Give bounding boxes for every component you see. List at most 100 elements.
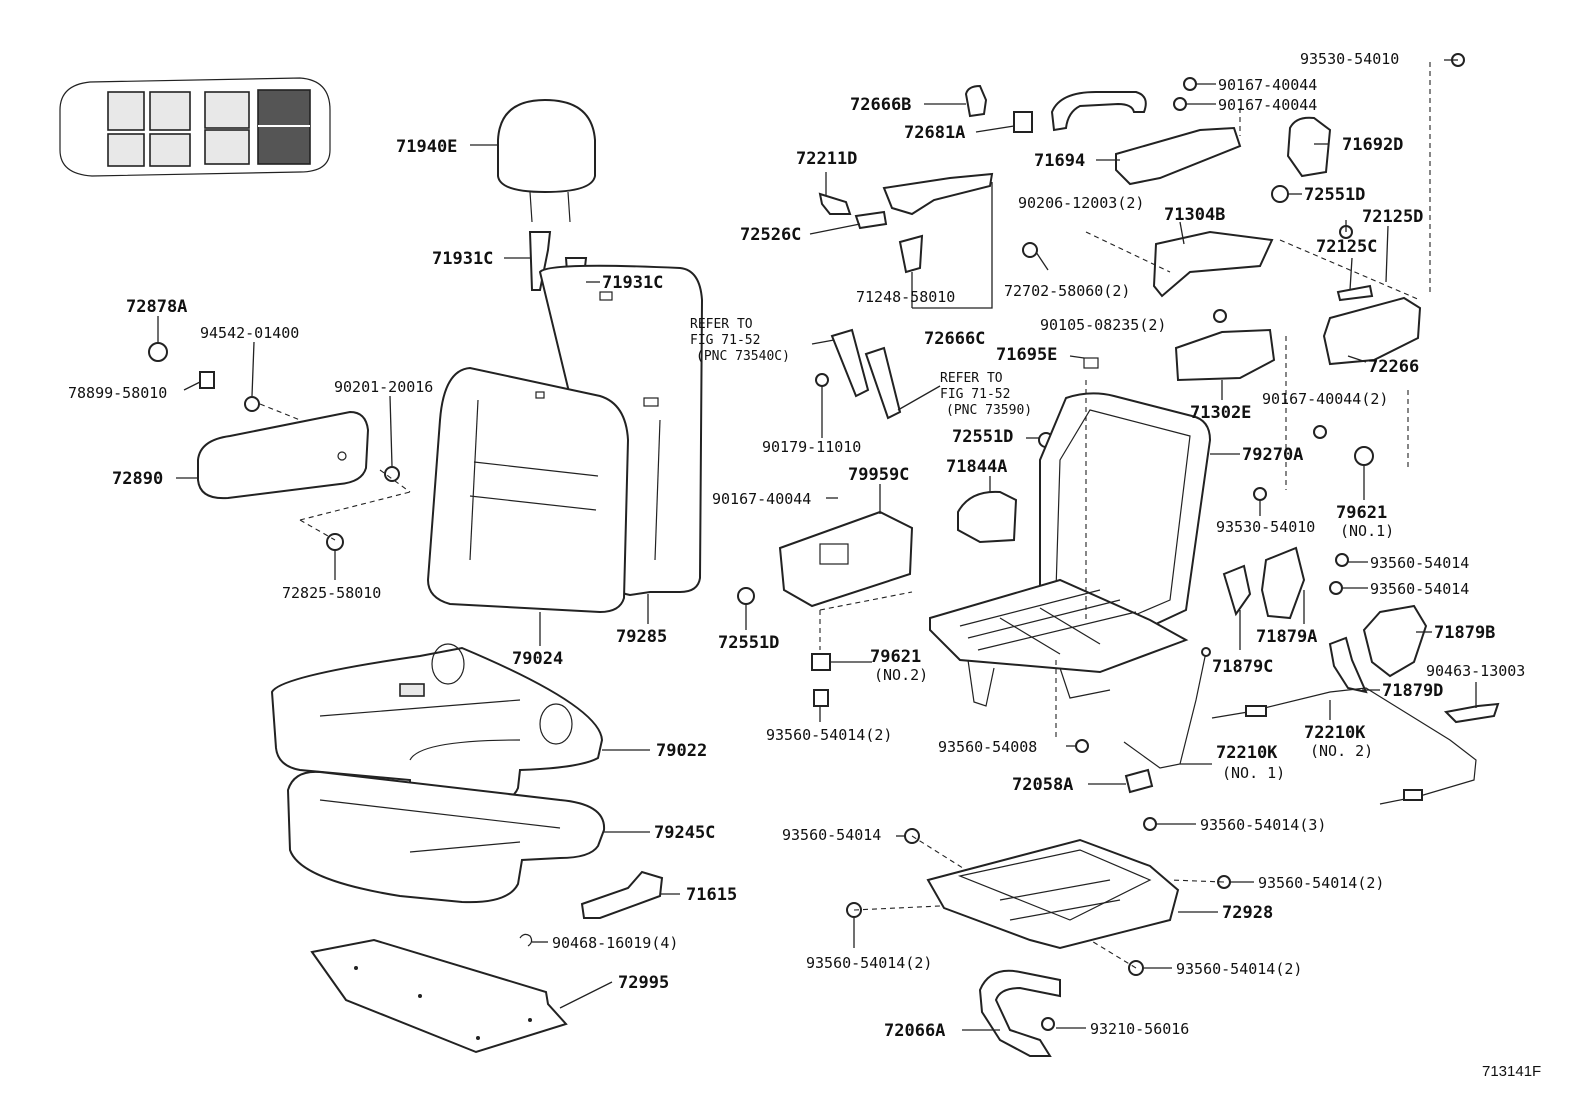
part-label: (NO.2) — [874, 666, 928, 684]
vehicle-locator-icon — [59, 77, 331, 177]
part-label: 90468-16019(4) — [552, 934, 678, 952]
part-label: 72066A — [884, 1021, 945, 1041]
cable-72210k-no2 — [1211, 687, 1477, 805]
part-label: 90463-13003 — [1426, 662, 1525, 680]
part-label: 72551D — [1304, 185, 1365, 205]
part-label: 72526C — [740, 225, 801, 245]
seatback-cover-illustration — [426, 366, 630, 614]
side-cover-71879c-illustration — [1222, 564, 1252, 617]
cover-72266-illustration — [1322, 296, 1422, 366]
armrest-illustration — [197, 410, 370, 500]
part-label: (NO. 2) — [1310, 742, 1373, 760]
part-label: 71694 — [1034, 151, 1085, 171]
part-label: 90167-40044 — [1218, 76, 1317, 94]
part-label: 71931C — [432, 249, 493, 269]
side-cover-71879a-illustration — [1260, 546, 1306, 620]
part-label: 71248-58010 — [856, 288, 955, 306]
part-label: 72210K — [1216, 743, 1278, 763]
part-label: 71844A — [946, 457, 1007, 477]
clip-72125c-illustration — [1336, 284, 1374, 302]
headrest-illustration — [497, 98, 596, 223]
part-label: 93560-54014(2) — [1176, 960, 1302, 978]
part-label: 93560-54014(2) — [1258, 874, 1384, 892]
part-label: 71615 — [686, 885, 737, 905]
seat-under-tray-illustration — [926, 838, 1180, 950]
part-label: 93210-56016 — [1090, 1020, 1189, 1038]
diagram-id: 713141F — [1482, 1063, 1541, 1080]
part-label: 79621 — [870, 647, 921, 667]
part-label: 94542-01400 — [200, 324, 299, 342]
cover-72666c-illustration — [882, 172, 994, 216]
leader-lines — [157, 59, 1477, 1031]
part-label: (NO. 1) — [1222, 764, 1285, 782]
part-label: 72702-58060(2) — [1004, 282, 1130, 300]
part-label: 72125C — [1316, 237, 1377, 257]
refer-note-buckle-left: REFER TO FIG 71-52 (PNC 73540C) — [690, 317, 790, 364]
part-label: 93530-54010 — [1216, 518, 1315, 536]
part-label: 72125D — [1362, 207, 1423, 227]
part-label: 93560-54014(3) — [1200, 816, 1326, 834]
part-label: 71695E — [996, 345, 1057, 365]
bracket-71248-illustration — [898, 234, 924, 274]
refer-note-line: (PNC 73540C) — [696, 349, 790, 364]
seat-cushion-pad-illustration — [286, 770, 606, 904]
part-label: 71302E — [1190, 403, 1251, 423]
seat-board-illustration — [310, 938, 568, 1054]
cover-71692d-illustration — [1286, 116, 1332, 178]
seat-frame-illustration — [929, 392, 1212, 707]
belt-buckle-left — [830, 328, 870, 398]
part-label: 71692D — [1342, 135, 1403, 155]
part-label: 71879C — [1212, 657, 1273, 677]
bracket-71615-illustration — [580, 870, 664, 919]
part-label: 93560-54014 — [1370, 580, 1469, 598]
part-label: (NO.1) — [1340, 522, 1394, 540]
part-label: 90167-40044 — [712, 490, 811, 508]
part-label: 93560-54014(2) — [806, 954, 932, 972]
part-label: 72666B — [850, 95, 911, 115]
part-label: 72058A — [1012, 775, 1073, 795]
hinge-71302e-illustration — [1174, 328, 1276, 382]
assist-grip-illustration — [1050, 91, 1147, 132]
part-label: 72266 — [1368, 357, 1419, 377]
cushion-79621-no2-illustration — [811, 653, 831, 707]
seat-leg-cover-illustration — [737, 510, 914, 608]
part-label: 90201-20016 — [334, 378, 433, 396]
part-label: 72928 — [1222, 903, 1273, 923]
part-label: 93560-54014 — [782, 826, 881, 844]
refer-note-line: REFER TO — [690, 317, 753, 332]
lever-72211d-illustration — [818, 192, 852, 215]
refer-note-line: FIG 71-52 — [940, 387, 1010, 402]
part-label: 71879D — [1382, 681, 1443, 701]
hinge-cover-71694-illustration — [1115, 126, 1242, 186]
part-label: 90167-40044(2) — [1262, 390, 1388, 408]
part-label: 71879B — [1434, 623, 1495, 643]
part-label: 93530-54010 — [1300, 50, 1399, 68]
part-label: 72551D — [952, 427, 1013, 447]
clip-72058a-illustration — [1124, 768, 1154, 794]
part-label: 79245C — [654, 823, 715, 843]
part-label: 90167-40044 — [1218, 96, 1317, 114]
part-label: 90105-08235(2) — [1040, 316, 1166, 334]
part-label: 71879A — [1256, 627, 1317, 647]
part-label: 93560-54014 — [1370, 554, 1469, 572]
cover-72666b-illustration — [964, 84, 988, 118]
part-label: 72825-58010 — [282, 584, 381, 602]
part-labels: 71940E 71931C 71931C 72878A 94542-01400 … — [68, 50, 1525, 1041]
part-label: 79022 — [656, 741, 707, 761]
part-label: 93560-54014(2) — [766, 726, 892, 744]
part-label: 72666C — [924, 329, 985, 349]
part-label: 71304B — [1164, 205, 1225, 225]
belt-buckle-right — [864, 346, 902, 420]
part-label: 72210K — [1304, 723, 1366, 743]
part-label: 79024 — [512, 649, 563, 669]
part-label: 79285 — [616, 627, 667, 647]
clip-90463-illustration — [1443, 702, 1500, 724]
part-label: 72551D — [718, 633, 779, 653]
clip-72681a-illustration — [1013, 111, 1033, 133]
side-cover-71879b-illustration — [1362, 604, 1428, 678]
side-cover-71879d-illustration — [1328, 636, 1368, 694]
part-label: 72211D — [796, 149, 857, 169]
fastener-column-right — [1022, 53, 1465, 595]
